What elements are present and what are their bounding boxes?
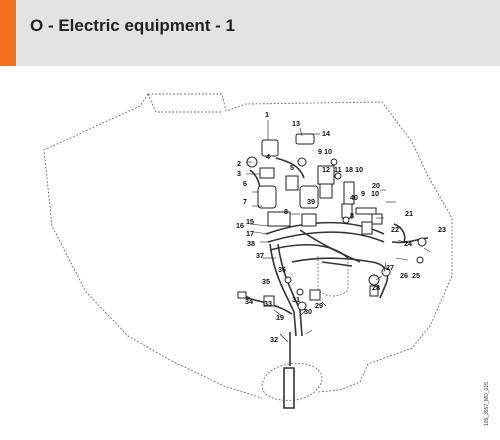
callout: 2 [237,159,241,168]
callout: 15 [246,217,254,226]
wiring-harness [237,157,429,409]
callout: 8 [284,207,288,216]
callout: 23 [438,225,446,234]
callout: 3 [237,169,241,178]
components [237,133,427,311]
header: O - Electric equipment - 1 [0,0,500,66]
callout: 14 [322,129,330,138]
callout: 25 [412,271,420,280]
callout: 27 [386,263,394,272]
callout: 7 [243,197,247,206]
callout: 22 [391,225,399,234]
page-title: O - Electric equipment - 1 [30,16,235,35]
callout: 9 [318,147,322,156]
callout: 20 [372,181,380,190]
callout: 18 [345,165,353,174]
leader-lines [246,120,431,343]
callout: 1 [265,110,269,119]
callout: 28 [372,283,380,292]
callout: 10 [324,147,332,156]
callout: 19 [276,313,284,322]
callout: 31 [292,295,300,304]
callout: 13 [292,119,300,128]
callout: 17 [246,229,254,238]
callout-labels: 1 13 14 9 10 2 3 4 5 12 11 18 10 6 20 7 … [236,110,490,426]
callout: 39 [307,197,315,206]
callout: 6 [243,179,247,188]
parts-diagram: 1 13 14 9 10 2 3 4 5 12 11 18 10 6 20 7 … [0,66,500,435]
callout: 11 [334,165,342,174]
callout: 4 [266,152,270,161]
callout: 10 [355,165,363,174]
callout: 8 [350,211,354,220]
callout: 26 [400,271,408,280]
callout: 16 [236,221,244,230]
drawing-reference: 105_3957_MD_015 [484,382,490,426]
callout: 10 [371,189,379,198]
callout: 37 [256,251,264,260]
callout: 32 [270,335,278,344]
callout: 40 [350,193,358,202]
callout: 33 [264,299,272,308]
diagram-canvas: 1 13 14 9 10 2 3 4 5 12 11 18 10 6 20 7 … [43,93,490,426]
callout: 21 [405,209,413,218]
accent-bar [0,0,16,66]
callout: 24 [404,239,412,248]
callout: 12 [322,165,330,174]
callout: 36 [278,265,286,274]
callout: 34 [245,297,253,306]
callout: 29 [315,301,323,310]
callout: 38 [247,239,255,248]
callout: 30 [304,307,312,316]
callout: 5 [290,163,294,172]
callout: 9 [361,189,365,198]
callout: 35 [262,277,270,286]
